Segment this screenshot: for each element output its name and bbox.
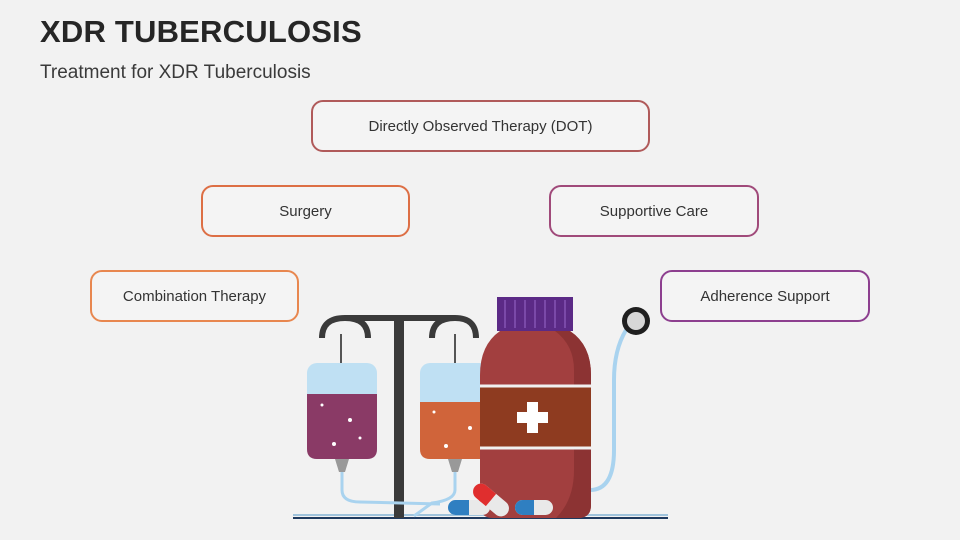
iv-stand-icon	[319, 315, 479, 518]
medicine-bottle-icon	[480, 297, 591, 518]
treatment-box-surgery: Surgery	[201, 185, 410, 237]
treatment-box-supportive-care: Supportive Care	[549, 185, 759, 237]
pill-capsule-icon	[448, 500, 490, 515]
iv-bag-icon	[307, 363, 441, 506]
pill-capsule-icon	[473, 483, 509, 517]
treatment-box-adherence-support: Adherence Support	[660, 270, 870, 322]
treatment-box-combination-therapy: Combination Therapy	[90, 270, 299, 322]
slide-subtitle: Treatment for XDR Tuberculosis	[40, 62, 311, 83]
slide-title: XDR TUBERCULOSIS	[40, 14, 362, 49]
iv-bag-icon	[413, 363, 490, 518]
stethoscope-icon	[589, 307, 650, 492]
treatment-box-dot: Directly Observed Therapy (DOT)	[311, 100, 650, 152]
pill-capsule-icon	[515, 500, 553, 515]
